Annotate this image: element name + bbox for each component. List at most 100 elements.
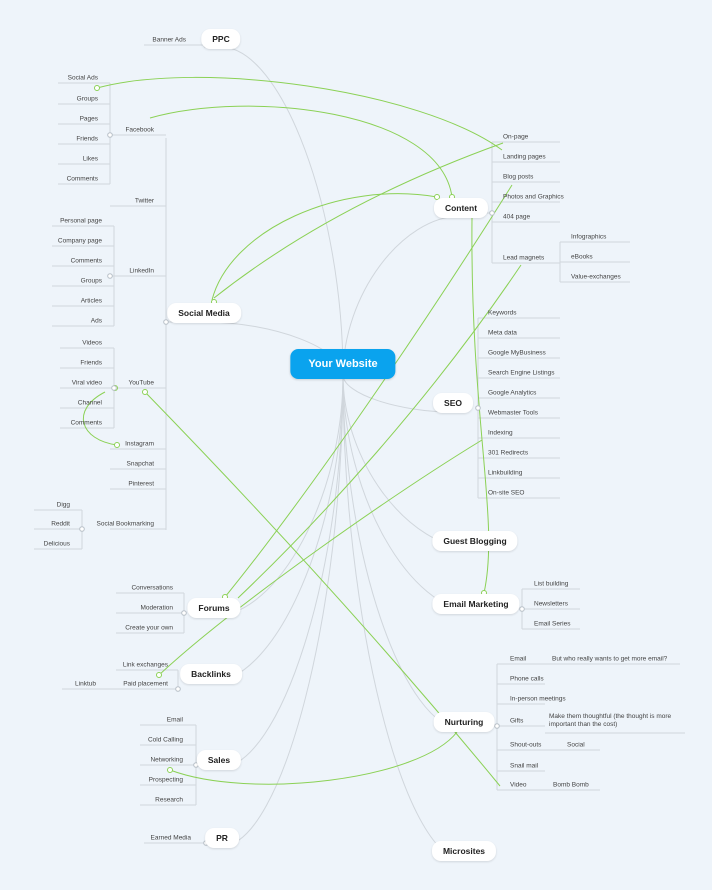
subtopic-ebooks[interactable]: eBooks [571, 253, 593, 261]
subtopic-snapchat[interactable]: Snapchat [126, 460, 154, 468]
collapse-handle[interactable] [79, 526, 85, 532]
subtopic-newsletters[interactable]: Newsletters [534, 600, 568, 608]
subtopic-social[interactable]: Social [567, 741, 585, 749]
collapse-handle[interactable] [181, 610, 187, 616]
subtopic-groups[interactable]: Groups [76, 95, 98, 103]
collapse-handle[interactable] [175, 686, 181, 692]
subtopic-paid-placement[interactable]: Paid placement [123, 680, 168, 688]
subtopic-keywords[interactable]: Keywords [488, 309, 517, 317]
subtopic-lead-magnets[interactable]: Lead magnets [503, 254, 545, 262]
subtopic-on-site-seo[interactable]: On-site SEO [488, 489, 525, 497]
subtopic-phone-calls[interactable]: Phone calls [510, 675, 544, 683]
subtopic-cold-calling[interactable]: Cold Calling [147, 736, 183, 744]
subtopic-prospecting[interactable]: Prospecting [148, 776, 183, 784]
collapse-handle[interactable] [489, 210, 495, 216]
subtopic-comments[interactable]: Comments [66, 175, 98, 183]
subtopic-earned-media[interactable]: Earned Media [150, 834, 191, 842]
subtopic-social-ads[interactable]: Social Ads [67, 74, 98, 82]
relation-handle[interactable] [156, 672, 162, 678]
subtopic-delicious[interactable]: Delicious [43, 540, 70, 548]
subtopic-pages[interactable]: Pages [79, 115, 98, 123]
topic-ppc[interactable]: PPC [201, 29, 241, 49]
subtopic-shout-outs[interactable]: Shout-outs [510, 741, 542, 749]
note-gifts[interactable]: Make them thoughtful (the thought is mor… [549, 713, 672, 728]
subtopic-create-your-own[interactable]: Create your own [125, 624, 173, 632]
subtopic-videos[interactable]: Videos [82, 339, 102, 347]
subtopic-value-exchanges[interactable]: Value-exchanges [571, 273, 621, 281]
relation-handle[interactable] [167, 767, 173, 773]
subtopic-gifts[interactable]: Gifts [510, 717, 524, 725]
subtopic-linkbuilding[interactable]: Linkbuilding [488, 469, 523, 477]
topic-nurturing[interactable]: Nurturing [433, 712, 495, 732]
note-email[interactable]: But who really wants to get more email? [552, 655, 668, 663]
collapse-handle[interactable] [163, 319, 169, 325]
subtopic-research[interactable]: Research [155, 796, 183, 804]
subtopic-google-mybusiness[interactable]: Google MyBusiness [488, 349, 546, 357]
subtopic-personal-page[interactable]: Personal page [60, 217, 102, 225]
subtopic-search-engine-listings[interactable]: Search Engine Listings [488, 369, 555, 377]
subtopic-infographics[interactable]: Infographics [571, 233, 607, 241]
subtopic-google-analytics[interactable]: Google Analytics [488, 389, 537, 397]
subtopic-ads[interactable]: Ads [90, 317, 102, 325]
relation-handle[interactable] [94, 85, 100, 91]
subtopic-404-page[interactable]: 404 page [503, 213, 531, 221]
topic-microsites[interactable]: Microsites [431, 841, 497, 861]
subtopic-indexing[interactable]: Indexing [488, 429, 513, 437]
subtopic-articles[interactable]: Articles [80, 297, 102, 305]
collapse-handle[interactable] [519, 606, 525, 612]
subtopic-linktub[interactable]: Linktub [75, 680, 96, 688]
subtopic-friends[interactable]: Friends [76, 135, 98, 143]
collapse-handle[interactable] [475, 405, 481, 411]
subtopic-twitter[interactable]: Twitter [134, 197, 154, 205]
subtopic-digg[interactable]: Digg [56, 501, 70, 509]
topic-backlinks[interactable]: Backlinks [180, 664, 242, 684]
subtopic-on-page[interactable]: On-page [503, 133, 529, 141]
topic-content[interactable]: Content [433, 198, 489, 218]
subtopic-comments[interactable]: Comments [70, 419, 102, 427]
subtopic-email-series[interactable]: Email Series [534, 620, 571, 628]
subtopic-company-page[interactable]: Company page [57, 237, 102, 245]
subtopic-viral-video[interactable]: Viral video [71, 379, 102, 387]
subtopic-snail-mail[interactable]: Snail mail [510, 762, 539, 770]
subtopic-facebook[interactable]: Facebook [125, 126, 154, 134]
subtopic-linkedin[interactable]: LinkedIn [129, 267, 154, 275]
subtopic-groups[interactable]: Groups [80, 277, 102, 285]
subtopic-301-redirects[interactable]: 301 Redirects [488, 449, 529, 457]
topic-seo[interactable]: SEO [433, 393, 473, 413]
relation-handle[interactable] [142, 389, 148, 395]
subtopic-photos-and-graphics[interactable]: Photos and Graphics [503, 193, 564, 201]
collapse-handle[interactable] [107, 132, 113, 138]
collapse-handle[interactable] [111, 385, 117, 391]
subtopic-video[interactable]: Video [510, 781, 527, 789]
subtopic-email[interactable]: Email [166, 716, 183, 724]
collapse-handle[interactable] [107, 273, 113, 279]
center-node-your-website[interactable]: Your Website [290, 349, 396, 379]
subtopic-banner-ads[interactable]: Banner Ads [152, 36, 186, 44]
collapse-handle[interactable] [494, 723, 500, 729]
topic-sales[interactable]: Sales [196, 750, 242, 770]
subtopic-conversations[interactable]: Conversations [131, 584, 173, 592]
subtopic-networking[interactable]: Networking [150, 756, 183, 764]
topic-guest-blogging[interactable]: Guest Blogging [432, 531, 518, 551]
subtopic-in-person-meetings[interactable]: In-person meetings [510, 695, 566, 703]
subtopic-link-exchanges[interactable]: Link exchanges [122, 661, 168, 669]
topic-pr[interactable]: PR [205, 828, 239, 848]
subtopic-reddit[interactable]: Reddit [51, 520, 70, 528]
subtopic-meta-data[interactable]: Meta data [488, 329, 517, 337]
subtopic-bomb-bomb[interactable]: Bomb Bomb [553, 781, 589, 789]
subtopic-list-building[interactable]: List building [534, 580, 569, 588]
subtopic-email[interactable]: Email [510, 655, 527, 663]
topic-social-media[interactable]: Social Media [167, 303, 241, 323]
subtopic-comments[interactable]: Comments [70, 257, 102, 265]
subtopic-instagram[interactable]: Instagram [125, 440, 154, 448]
relation-handle[interactable] [114, 442, 120, 448]
subtopic-pinterest[interactable]: Pinterest [128, 480, 154, 488]
subtopic-moderation[interactable]: Moderation [140, 604, 173, 612]
subtopic-blog-posts[interactable]: Blog posts [503, 173, 534, 181]
subtopic-webmaster-tools[interactable]: Webmaster Tools [488, 409, 538, 417]
subtopic-landing-pages[interactable]: Landing pages [503, 153, 546, 161]
topic-email-marketing[interactable]: Email Marketing [432, 594, 520, 614]
subtopic-friends[interactable]: Friends [80, 359, 102, 367]
subtopic-youtube[interactable]: YouTube [128, 379, 154, 387]
subtopic-likes[interactable]: Likes [82, 155, 98, 163]
